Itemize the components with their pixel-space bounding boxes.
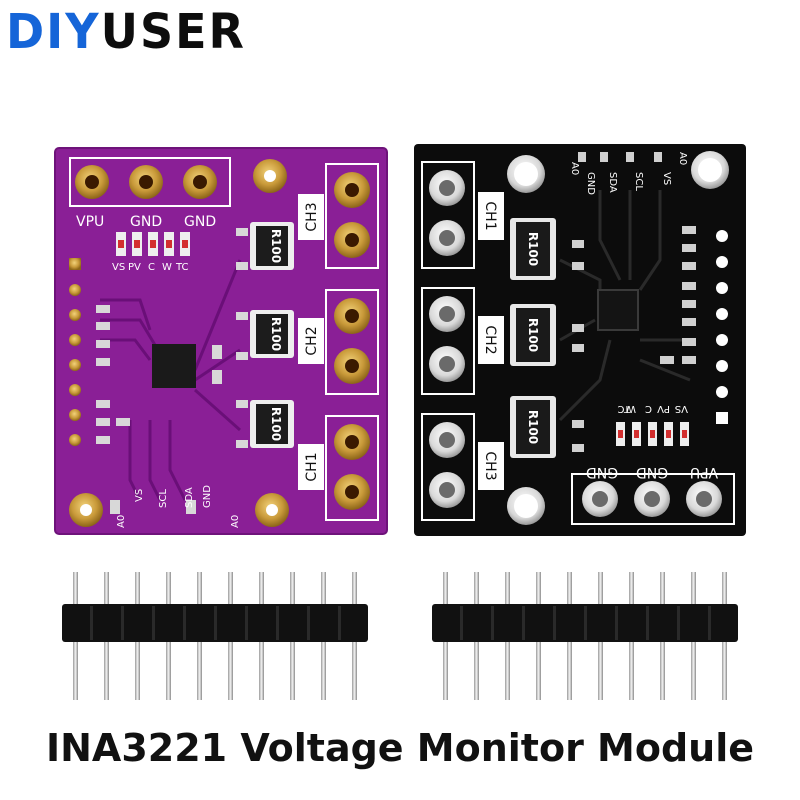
product-caption: INA3221 Voltage Monitor Module <box>45 726 755 770</box>
black-resistor-2-label: R100 <box>526 318 540 352</box>
black-pin-vpu: VPU <box>690 464 718 480</box>
purple-ic-chip <box>152 344 196 388</box>
black-top-smd <box>578 152 662 162</box>
black-label-vs: VS <box>661 172 672 185</box>
black-label-a0-right: A0 <box>677 152 688 165</box>
black-side-pads <box>716 230 728 424</box>
black-label-scl: SCL <box>633 172 644 191</box>
purple-led-w: W <box>162 262 172 273</box>
purple-led-vs: VS <box>112 262 125 273</box>
black-label-a0-left: A0 <box>569 162 580 175</box>
black-channel-ch2: CH2 <box>482 325 498 354</box>
black-leds <box>616 422 689 446</box>
purple-traces <box>100 259 242 501</box>
purple-resistor-1-label: R100 <box>269 229 283 263</box>
black-pin-gnd-1: GND <box>586 464 618 480</box>
black-label-sda: SDA <box>607 172 618 193</box>
purple-resistor-3-label: R100 <box>269 407 283 441</box>
black-channel-ch1: CH1 <box>482 201 498 230</box>
pin-header-right <box>432 572 738 700</box>
brand-logo: DIYUSER <box>6 2 246 61</box>
purple-led-tc: TC <box>175 262 189 273</box>
black-smd-parts <box>572 226 696 452</box>
black-channel-pads <box>429 170 465 508</box>
brand-part1: DIY <box>6 3 101 60</box>
brand-part2: USER <box>100 3 246 60</box>
black-channel-ch3: CH3 <box>482 451 498 480</box>
purple-label-scl: SCL <box>158 489 169 508</box>
purple-channel-ch1: CH1 <box>304 452 320 481</box>
purple-channel-ch2: CH2 <box>304 326 320 355</box>
purple-board: VPU GND GND VS PV C W TC <box>54 147 388 535</box>
purple-label-a0-left: A0 <box>116 515 127 528</box>
black-board: A0 GND SDA SCL VS A0 CH1 CH2 CH3 <box>414 144 746 536</box>
purple-side-pads <box>69 258 81 446</box>
black-resistor-3-label: R100 <box>526 410 540 444</box>
purple-pin-vpu: VPU <box>76 214 104 230</box>
purple-led-pv: PV <box>128 262 141 273</box>
black-led-pv: PV <box>657 403 670 414</box>
black-led-vs: VS <box>675 403 688 414</box>
purple-led-c: C <box>148 262 155 273</box>
purple-label-a0-right: A0 <box>230 515 241 528</box>
purple-top-pads <box>75 159 287 199</box>
purple-pin-gnd-1: GND <box>130 214 162 230</box>
purple-resistors: R100 R100 R100 <box>250 222 294 448</box>
purple-label-gnd: GND <box>202 485 213 508</box>
purple-label-vs: VS <box>134 489 145 502</box>
purple-resistor-2-label: R100 <box>269 317 283 351</box>
black-bottom-pads <box>582 481 722 517</box>
pin-header-left <box>62 572 368 700</box>
black-pin-gnd-2: GND <box>636 464 668 480</box>
purple-label-sda: SDA <box>184 487 195 508</box>
black-led-c: C <box>645 403 652 414</box>
black-led-w: W <box>626 403 636 414</box>
purple-channel-pads <box>334 172 370 510</box>
black-resistors: R100 R100 R100 <box>510 218 556 458</box>
purple-leds <box>116 232 190 256</box>
purple-channel-ch3: CH3 <box>304 202 320 231</box>
black-ic-chip <box>597 289 639 331</box>
black-label-gnd: GND <box>585 172 596 195</box>
black-traces <box>558 190 691 422</box>
black-resistor-1-label: R100 <box>526 232 540 266</box>
purple-pin-gnd-2: GND <box>184 214 216 230</box>
purple-smd-parts <box>96 228 248 514</box>
black-led-tc: TC <box>617 403 631 414</box>
